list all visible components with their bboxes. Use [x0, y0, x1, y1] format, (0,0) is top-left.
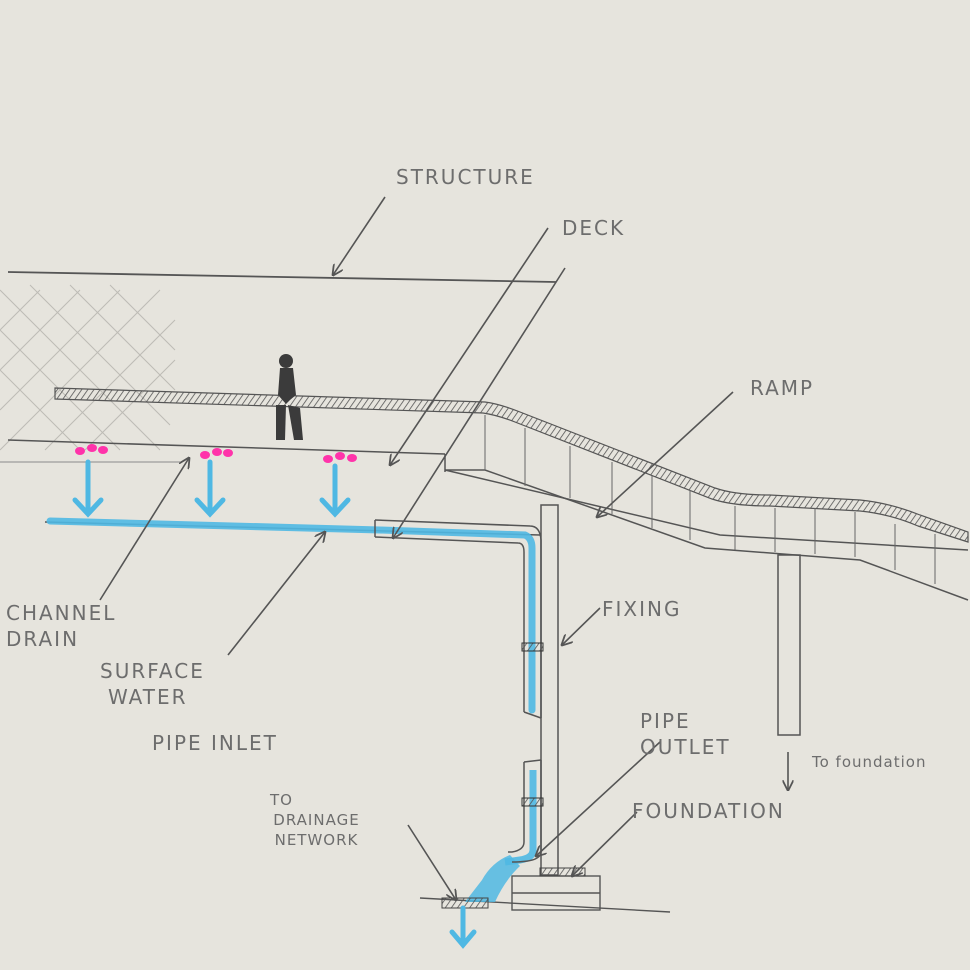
surface-water-arrows — [72, 459, 477, 949]
label-to-drainage-line-1: TO — [270, 791, 293, 809]
water-flow — [46, 517, 536, 714]
leader-lines — [99, 196, 788, 900]
label-structure: STRUCTURE — [396, 165, 535, 189]
drain-pipe — [374, 519, 542, 863]
label-pipe-outlet-line-1: PIPE — [640, 709, 691, 733]
structure-crosshatch — [0, 284, 176, 451]
label-pipe-outlet-line-2: OUTLET — [640, 735, 731, 759]
label-to-drainage-line-3: NETWORK — [274, 831, 359, 849]
label-fixing: FIXING — [602, 597, 682, 621]
column-under-deck — [540, 504, 559, 876]
label-surface-water-line-1: SURFACE — [100, 659, 205, 683]
column-under-ramp — [777, 554, 801, 736]
label-surface-water: SURFACE WATER — [100, 658, 205, 710]
label-to-drainage-network: TO DRAINAGE NETWORK — [270, 790, 363, 850]
label-pipe-outlet: PIPE OUTLET — [640, 708, 731, 760]
label-surface-water-line-2: WATER — [108, 685, 188, 709]
label-channel-drain-line-2: DRAIN — [6, 627, 80, 651]
label-foundation: FOUNDATION — [632, 799, 785, 823]
water-outflow — [465, 855, 520, 902]
deck-slab — [7, 439, 969, 601]
label-ramp: RAMP — [750, 376, 815, 400]
label-deck: DECK — [562, 216, 626, 240]
ramp-panels — [484, 415, 936, 584]
deck-surface — [54, 387, 969, 543]
label-pipe-inlet: PIPE INLET — [152, 731, 278, 755]
label-channel-drain-line-1: CHANNEL — [6, 601, 117, 625]
fixing-band — [521, 642, 544, 652]
label-to-foundation: To foundation — [812, 753, 927, 771]
channel-drain-marks — [75, 444, 357, 463]
label-to-drainage-line-2: DRAINAGE — [273, 811, 360, 829]
person-figure — [276, 354, 303, 440]
label-channel-drain: CHANNEL DRAIN — [6, 600, 116, 652]
structure-line — [7, 271, 557, 283]
